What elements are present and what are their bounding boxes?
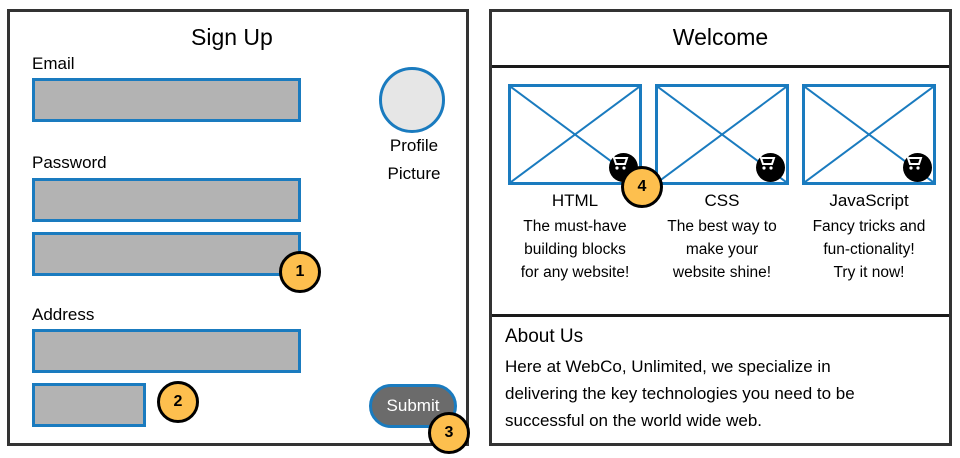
card-image-css[interactable] xyxy=(655,84,789,185)
profile-picture-label: Profile Picture xyxy=(377,132,451,188)
about-line: successful on the world wide web. xyxy=(505,411,763,430)
signup-panel: Sign Up Email Password Address Profile P… xyxy=(7,9,469,446)
signup-title: Sign Up xyxy=(191,24,273,50)
address-short-field[interactable] xyxy=(32,383,146,427)
email-field[interactable] xyxy=(32,78,301,122)
card-desc-line: Fancy tricks and xyxy=(812,218,926,235)
card-desc-line: fun-ctionality! xyxy=(823,241,915,258)
profile-picture-label-line1: Profile xyxy=(389,136,439,155)
password-confirm-field[interactable] xyxy=(32,232,301,276)
shopping-cart-icon[interactable] xyxy=(903,153,932,182)
submit-button[interactable]: Submit xyxy=(369,384,457,428)
card-title-css: CSS xyxy=(704,191,740,210)
annotation-badge-4: 4 xyxy=(621,166,663,208)
card-image-javascript[interactable] xyxy=(802,84,936,185)
card-desc-line: The must-have xyxy=(523,218,627,235)
address-field[interactable] xyxy=(32,329,301,373)
about-line: delivering the key technologies you need… xyxy=(505,384,855,403)
profile-picture-placeholder[interactable] xyxy=(379,67,445,133)
card-desc-javascript: Fancy tricks and fun-ctionality! Try it … xyxy=(794,215,944,284)
annotation-badge-1: 1 xyxy=(279,251,321,293)
password-field[interactable] xyxy=(32,178,301,222)
address-label: Address xyxy=(32,305,95,324)
card-image-html[interactable] xyxy=(508,84,642,185)
shopping-cart-icon[interactable] xyxy=(756,153,785,182)
welcome-title: Welcome xyxy=(672,24,769,50)
card-desc-css: The best way to make your website shine! xyxy=(647,215,797,284)
card-desc-html: The must-have building blocks for any we… xyxy=(500,215,650,284)
card-desc-line: make your xyxy=(685,241,759,258)
about-line: Here at WebCo, Unlimited, we specialize … xyxy=(505,357,831,376)
card-desc-line: building blocks xyxy=(524,241,626,258)
email-label: Email xyxy=(32,54,75,73)
about-body: Here at WebCo, Unlimited, we specialize … xyxy=(505,353,855,434)
password-label: Password xyxy=(32,153,107,172)
card-title-javascript: JavaScript xyxy=(829,191,909,210)
profile-picture-label-line2: Picture xyxy=(387,164,441,183)
card-desc-line: for any website! xyxy=(520,264,630,281)
header-divider xyxy=(492,65,949,68)
annotation-badge-2: 2 xyxy=(157,381,199,423)
card-title-html: HTML xyxy=(551,191,599,210)
about-title: About Us xyxy=(505,326,584,347)
welcome-panel: Welcome HTML The must-have building bloc… xyxy=(489,9,952,446)
card-desc-line: website shine! xyxy=(672,264,772,281)
card-desc-line: Try it now! xyxy=(833,264,905,281)
about-divider xyxy=(492,314,949,317)
annotation-badge-3: 3 xyxy=(428,412,470,454)
card-desc-line: The best way to xyxy=(667,218,777,235)
